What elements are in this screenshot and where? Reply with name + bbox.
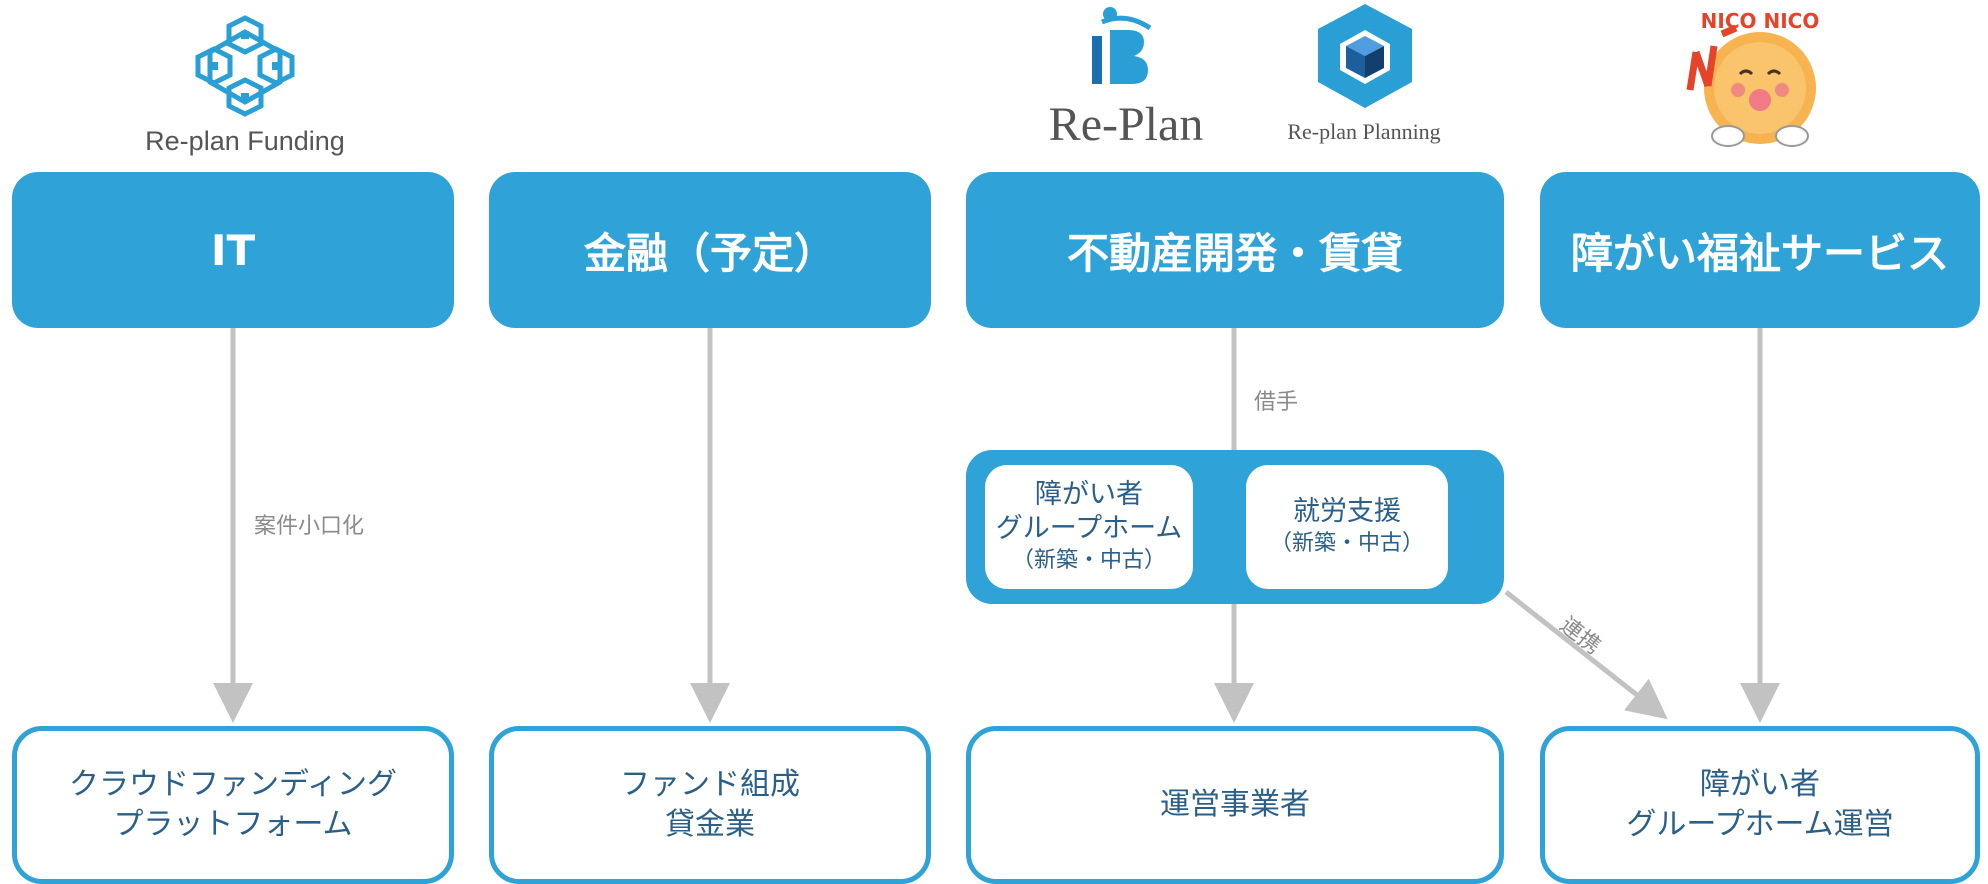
output-line: ファンド組成 (620, 767, 800, 802)
header-label: 障がい福祉サービス (1570, 228, 1949, 278)
category-header-welfare: 障がい福祉サービス (1540, 172, 1980, 328)
card-line: 障がい者 (1035, 479, 1143, 510)
card-line: （新築・中古） (1269, 531, 1424, 556)
knot-emblem-icon: Re-plan Funding (145, 15, 345, 156)
arrow-link (1504, 590, 1668, 720)
output-line: 障がい者 (1700, 767, 1820, 802)
header-label: IT (210, 225, 256, 275)
card-line: グループホーム (995, 513, 1183, 544)
output-box-crowdfunding: クラウドファンディング プラットフォーム (12, 726, 454, 884)
header-label: 金融（予定） (583, 228, 836, 278)
edge-label-borrower: 借手 (1254, 390, 1299, 415)
re-plan-planning-logo: Re-plan Planning (1260, 0, 1470, 150)
re-plan-logo: Re-Plan (1030, 4, 1230, 151)
funding-logo-text: Re-plan Funding (145, 126, 345, 156)
property-card-group-home: 障がい者 グループホーム （新築・中古） (985, 465, 1193, 589)
output-line: 貸金業 (665, 807, 755, 842)
smiling-sun-mascot-icon: NICO NICO (1686, 9, 1820, 147)
card-line: 就労支援 (1293, 496, 1401, 527)
edge-label-fractionalization: 案件小口化 (254, 514, 365, 539)
category-header-finance: 金融（予定） (489, 172, 931, 328)
category-header-real-estate: 不動産開発・賃貸 (966, 172, 1504, 328)
output-box-operator: 運営事業者 (966, 726, 1504, 884)
re-plan-logo-text: Re-Plan (1049, 98, 1204, 150)
re-plan-b-emblem-icon: Re-Plan (1049, 7, 1204, 151)
property-card-employment-support: 就労支援 （新築・中古） (1246, 465, 1448, 589)
card-line: （新築・中古） (1011, 548, 1166, 573)
output-box-fund-lending: ファンド組成 貸金業 (489, 726, 931, 884)
output-line: クラウドファンディング (69, 767, 397, 802)
output-line: グループホーム運営 (1626, 807, 1894, 842)
re-plan-funding-logo: Re-plan Funding (130, 8, 360, 158)
output-line: 運営事業者 (1160, 787, 1310, 822)
nico-nico-logo: NICO NICO (1670, 8, 1850, 163)
cube-emblem-icon: Re-plan Planning (1287, 4, 1441, 144)
output-box-group-home-operation: 障がい者 グループホーム運営 (1540, 726, 1980, 884)
output-line: プラットフォーム (113, 807, 353, 842)
planning-logo-text: Re-plan Planning (1287, 119, 1440, 144)
nico-logo-text: NICO NICO (1701, 9, 1820, 33)
category-header-it: IT (12, 172, 454, 328)
header-label: 不動産開発・賃貸 (1066, 228, 1403, 278)
